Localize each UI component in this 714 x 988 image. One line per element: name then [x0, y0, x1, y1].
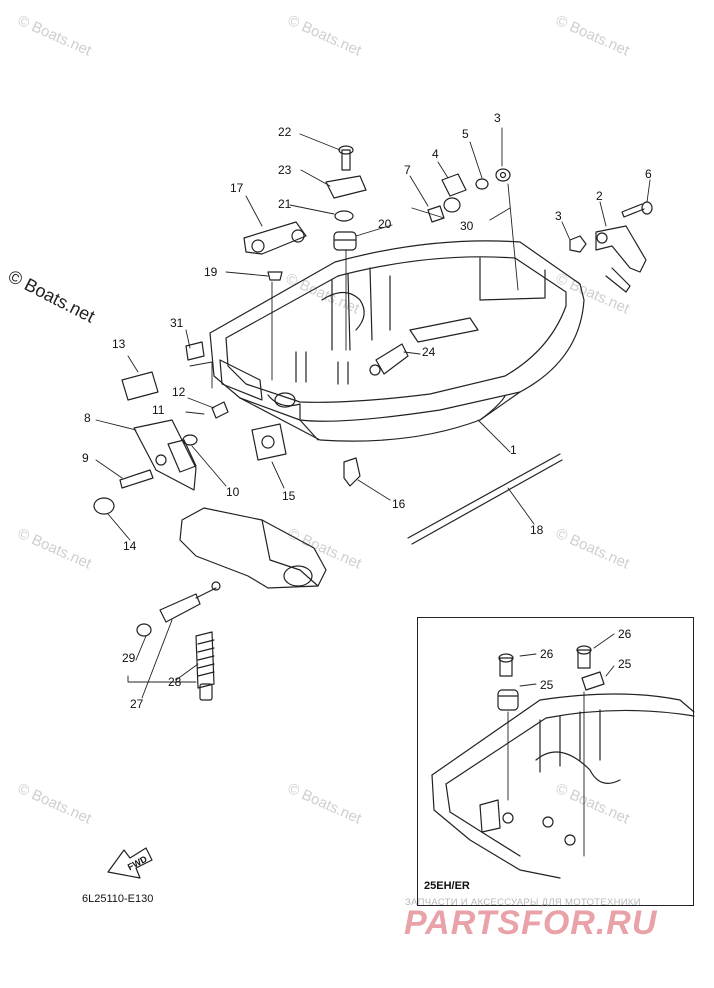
- bolt-part: [621, 201, 653, 218]
- callout-28: 28: [168, 675, 182, 689]
- callout-25-left: 25: [540, 678, 554, 692]
- callout-30: 30: [460, 219, 474, 233]
- callout-24: 24: [422, 345, 436, 359]
- callout-27: 27: [130, 697, 144, 711]
- callout-19: 19: [204, 265, 218, 279]
- ad-brand-logo: PARTSFOR.RU: [404, 904, 658, 942]
- callout-3-right: 3: [555, 209, 562, 223]
- drawing-code: 6L25110-E130: [82, 893, 154, 905]
- callout-15: 15: [282, 489, 296, 503]
- inset-label: 25EH/ER: [424, 880, 470, 892]
- inset-drawing: [431, 633, 695, 879]
- callout-20: 20: [378, 217, 392, 231]
- callout-8: 8: [84, 411, 91, 425]
- callout-2: 2: [596, 189, 603, 203]
- callout-6: 6: [645, 167, 652, 181]
- callout-22: 22: [278, 125, 292, 139]
- callout-26-right: 26: [618, 627, 632, 641]
- callout-1: 1: [510, 443, 517, 457]
- callout-23: 23: [278, 163, 292, 177]
- hose-part: [407, 453, 563, 545]
- callout-10: 10: [226, 485, 240, 499]
- side-parts: [93, 341, 287, 515]
- clip-part: [427, 173, 489, 223]
- grommet-part: [343, 457, 361, 487]
- callout-21: 21: [278, 197, 292, 211]
- callout-11: 11: [152, 403, 165, 417]
- callout-4: 4: [432, 147, 439, 161]
- inset-frame: [417, 617, 694, 906]
- ad-subtitle: ЗАПЧАСТИ И АКСЕССУАРЫ ДЛЯ МОТОТЕХНИКИ: [405, 897, 641, 908]
- leader-lines: [95, 127, 651, 699]
- callout-13: 13: [112, 337, 126, 351]
- callout-3-top: 3: [494, 111, 501, 125]
- mount-parts: [243, 145, 367, 255]
- callout-7: 7: [404, 163, 411, 177]
- callout-17: 17: [230, 181, 244, 195]
- tiller-assembly: [136, 507, 327, 701]
- callout-31: 31: [170, 316, 184, 330]
- callout-9: 9: [82, 451, 89, 465]
- nut-part: [495, 168, 587, 253]
- callout-29: 29: [122, 651, 136, 665]
- screw-part: [267, 271, 283, 281]
- callout-12: 12: [172, 385, 186, 399]
- bracket-part: [595, 225, 647, 293]
- callout-18: 18: [530, 523, 544, 537]
- callout-5: 5: [462, 127, 469, 141]
- sensor-part: [375, 343, 409, 375]
- callout-16: 16: [392, 497, 406, 511]
- callout-26-left: 26: [540, 647, 554, 661]
- fwd-arrow-icon: [107, 847, 153, 879]
- callout-14: 14: [123, 539, 137, 553]
- bottom-cowling: [209, 240, 585, 442]
- callout-25-right: 25: [618, 657, 632, 671]
